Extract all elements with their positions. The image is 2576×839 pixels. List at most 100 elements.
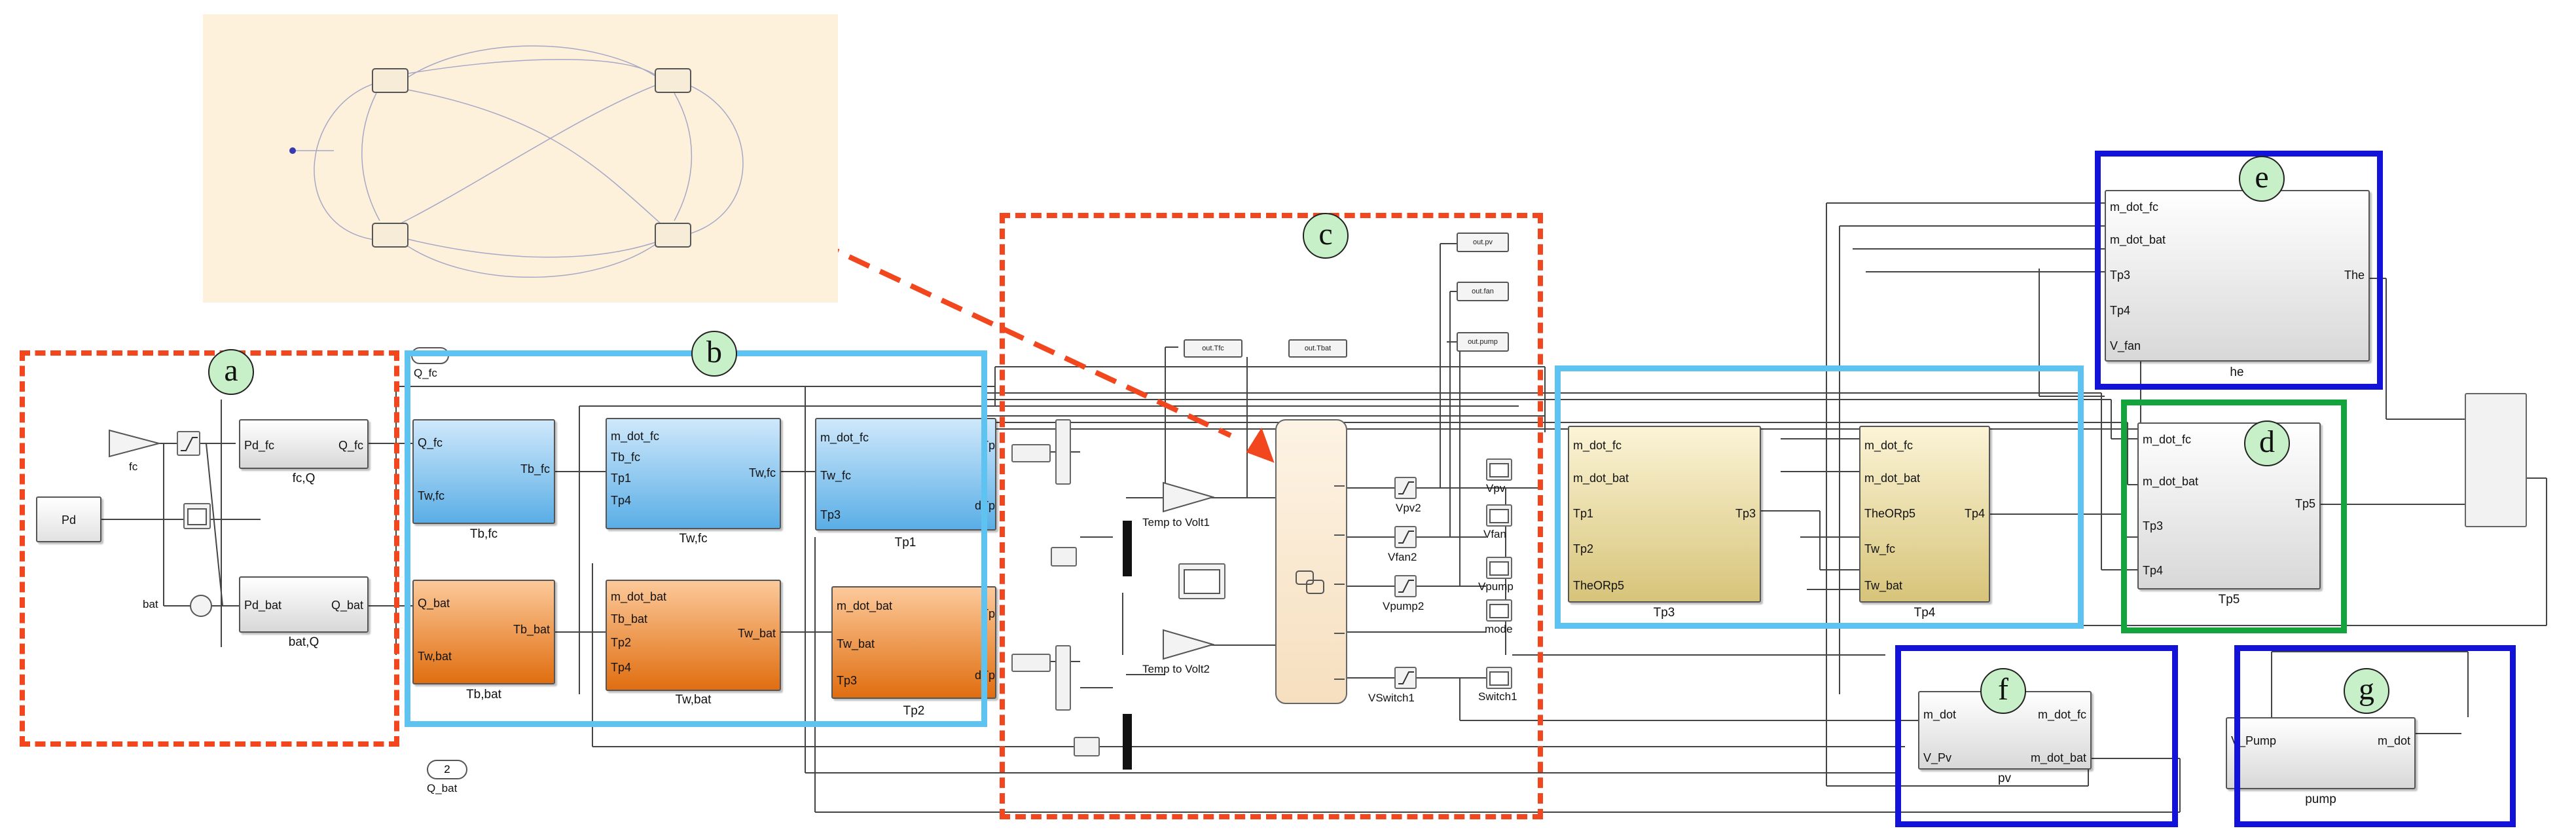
mode-display[interactable] xyxy=(1486,599,1512,622)
out-pv-label: out.pv xyxy=(1473,238,1493,246)
region-g-box xyxy=(2234,645,2516,827)
mux-block[interactable] xyxy=(1123,714,1132,770)
saturation-block[interactable] xyxy=(1394,477,1417,499)
tw-bat-block[interactable]: m_dot_bat Tb_bat Tp2 Tp4 Tw_bat xyxy=(606,580,781,691)
port-label: m_dot_fc xyxy=(1573,439,1622,452)
port-label: Tb_fc xyxy=(611,451,641,464)
saturation-block[interactable] xyxy=(177,431,200,456)
port-label: m_dot_fc xyxy=(1864,439,1914,452)
vpv-display[interactable] xyxy=(1486,458,1512,481)
pump-block[interactable]: V_Pump m_dot xyxy=(2226,717,2416,789)
port-label: TheORp5 xyxy=(1864,507,1916,520)
fc-gain-block[interactable] xyxy=(108,429,160,458)
mode-display-label: mode xyxy=(1485,623,1513,635)
scope-block[interactable] xyxy=(183,503,211,529)
vfan-label: Vfan xyxy=(1483,528,1506,540)
sum-block[interactable] xyxy=(190,595,212,617)
port-label: m_dot_fc xyxy=(2037,708,2086,721)
tw-fc-block[interactable]: m_dot_fc Tb_fc Tp1 Tp4 Tw,fc xyxy=(606,418,781,529)
temp-to-volt1-label: Temp to Volt1 xyxy=(1142,516,1210,529)
from-block[interactable] xyxy=(1011,444,1051,462)
saturation-block[interactable] xyxy=(1394,575,1417,597)
saturation-block[interactable] xyxy=(1394,526,1417,548)
block-name: Tw,fc xyxy=(679,532,708,546)
out-pv-block[interactable]: out.pv xyxy=(1457,233,1509,252)
port-label: Tp3 xyxy=(820,508,841,521)
label-d: d xyxy=(2244,420,2290,466)
out-tfc-block[interactable]: out.Tfc xyxy=(1184,339,1243,358)
default-transition-dot xyxy=(289,147,296,154)
port-label: Tp3 xyxy=(2110,269,2131,282)
region-e-box xyxy=(2095,151,2383,390)
out-pump-label: out.pump xyxy=(1468,338,1498,346)
vfan2-label: Vfan2 xyxy=(1388,551,1417,563)
saturation-block[interactable] xyxy=(1394,667,1417,689)
port-label: m_dot_fc xyxy=(2143,433,2192,446)
fcq-block[interactable]: Pd_fc Q_fc xyxy=(239,419,369,469)
selector-block[interactable] xyxy=(1055,419,1071,485)
port-label: Q_bat xyxy=(418,597,450,610)
bat-label: bat xyxy=(143,598,158,610)
vfan-display[interactable] xyxy=(1486,504,1512,527)
stateflow-chart-block[interactable] xyxy=(1275,419,1347,704)
port-label: m_dot_bat xyxy=(1864,472,1921,485)
out-tbat-block[interactable]: out.Tbat xyxy=(1288,339,1347,358)
port-label: Tp3 xyxy=(837,674,858,687)
port-label: Tp1 xyxy=(1573,507,1594,520)
port-label: V_fan xyxy=(2110,339,2141,352)
tp3-block[interactable]: m_dot_fc m_dot_bat Tp1 Tp2 TheORp5 Tp3 xyxy=(1568,426,1761,603)
port-label: Tw_fc xyxy=(1864,542,1896,555)
port-label: m_dot xyxy=(2377,734,2410,747)
temp-to-volt2-label: Temp to Volt2 xyxy=(1142,663,1210,675)
tp5-block[interactable]: m_dot_fc m_dot_bat Tp3 Tp4 Tp5 xyxy=(2137,422,2321,589)
tp1-block[interactable]: m_dot_fc Tw_fc Tp3 Tp dTp xyxy=(815,418,996,531)
port-label: Tb_bat xyxy=(611,612,648,625)
block-name: Tb,fc xyxy=(469,527,498,541)
tb-bat-block[interactable]: Q_bat Tw,bat Tb_bat xyxy=(412,580,555,684)
selector-block[interactable] xyxy=(1055,645,1071,711)
vpump-display[interactable] xyxy=(1486,557,1512,579)
region-a-box xyxy=(20,350,399,747)
port-label: Tw_bat xyxy=(737,627,776,640)
q-bat-port[interactable]: 2 xyxy=(427,760,467,779)
from-block[interactable] xyxy=(1011,654,1051,672)
he-block[interactable]: m_dot_fc m_dot_bat Tp3 Tp4 V_fan The xyxy=(2105,190,2370,362)
q-fc-port-label: Q_fc xyxy=(414,367,437,379)
block-name: Tp3 xyxy=(1653,606,1675,620)
port-label: Tb_bat xyxy=(513,623,550,636)
switch1-display[interactable] xyxy=(1486,667,1512,689)
block-name: Tp2 xyxy=(903,704,925,718)
port-label: Tw_bat xyxy=(1864,579,1903,592)
switch1-label: Switch1 xyxy=(1478,690,1517,703)
vpv2-label: Vpv2 xyxy=(1396,502,1421,514)
port-label: Q_fc xyxy=(338,439,363,452)
constant-block[interactable] xyxy=(1051,547,1077,567)
vpump-label: Vpump xyxy=(1478,580,1514,593)
state-node xyxy=(372,223,408,248)
tb-fc-block[interactable]: Q_fc Tw,fc Tb_fc xyxy=(412,419,555,524)
region-c-box xyxy=(1000,213,1543,819)
switch-block[interactable] xyxy=(2465,393,2527,527)
mux-block[interactable] xyxy=(1123,521,1132,576)
scope-block[interactable] xyxy=(1178,563,1225,599)
port-label: Tp1 xyxy=(611,472,632,485)
state-node xyxy=(655,223,691,248)
batq-block[interactable]: Pd_bat Q_bat xyxy=(239,576,369,633)
constant-block[interactable] xyxy=(1074,737,1100,756)
out-fan-block[interactable]: out.fan xyxy=(1457,282,1509,301)
port-label: Tw_fc xyxy=(820,469,852,482)
temp-to-volt2-gain[interactable] xyxy=(1162,629,1214,660)
temp-to-volt1-gain[interactable] xyxy=(1162,481,1214,513)
port-label: TheORp5 xyxy=(1573,579,1625,592)
port-label: Tp4 xyxy=(2110,304,2131,317)
port-label: Tp3 xyxy=(2143,519,2164,532)
state-node xyxy=(655,68,691,93)
port-label: m_dot_fc xyxy=(820,431,869,444)
pd-block[interactable]: Pd xyxy=(36,496,101,542)
port-label: m_dot_bat xyxy=(2030,751,2086,764)
q-bat-port-number: 2 xyxy=(444,763,450,775)
tp4-block[interactable]: m_dot_fc m_dot_bat TheORp5 Tw_fc Tw_bat … xyxy=(1859,426,1990,603)
port-label: m_dot_bat xyxy=(2110,233,2166,246)
out-pump-block[interactable]: out.pump xyxy=(1457,332,1509,352)
